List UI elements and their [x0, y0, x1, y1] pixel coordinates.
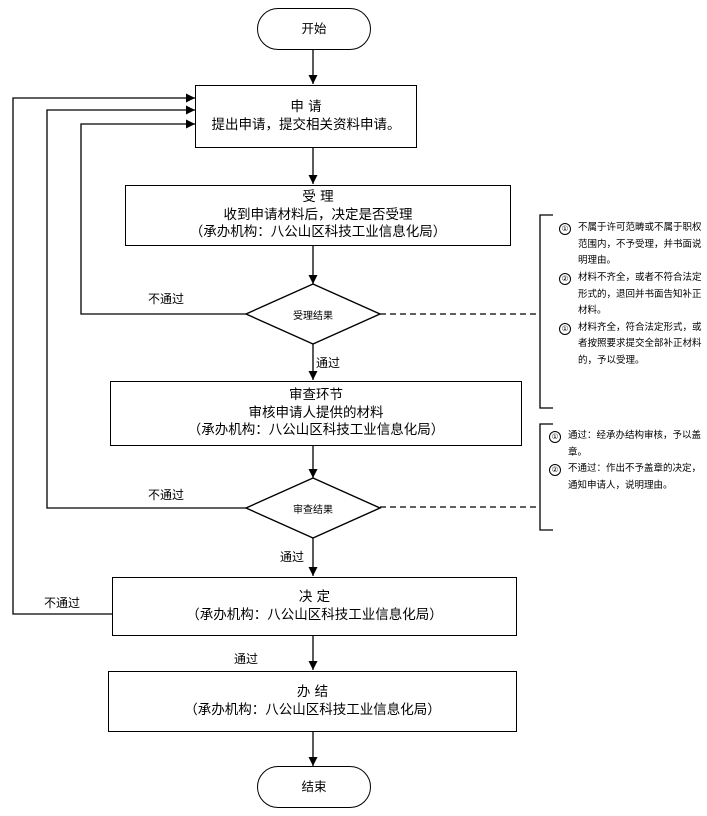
step-review-title: 审查环节	[289, 387, 343, 404]
note-number-icon: ②	[549, 464, 561, 477]
step-review-line-2: （承办机构：八公山区科技工业信息化局）	[187, 422, 445, 439]
step-review: 审查环节 审核申请人提供的材料 （承办机构：八公山区科技工业信息化局）	[110, 381, 522, 446]
step-decide-title: 决 定	[298, 588, 331, 605]
note-review-item: ① 通过：经承办结构审核，予以盖章。	[546, 428, 704, 461]
loop-accept-fail	[80, 119, 246, 315]
note-accept-item: ② 材料不齐全，或者不符合法定形式的，退回并书面告知补正材料。	[556, 270, 704, 320]
start-terminal: 开始	[257, 8, 371, 50]
end-label: 结束	[301, 778, 327, 794]
edge-label-decide-fail: 不通过	[44, 596, 81, 610]
note-text: 材料齐全，符合法定形式，或者按照要求提交全部补正材料的，予以受理。	[578, 321, 702, 366]
note-number-icon: ①	[549, 431, 561, 443]
note-accept-item: ① 材料齐全，符合法定形式，或者按照要求提交全部补正材料的，予以受理。	[556, 320, 704, 370]
note-review: ① 通过：经承办结构审核，予以盖章。 ② 不通过：作出不予盖章的决定，通知申请人…	[546, 428, 704, 495]
step-decide-line-1: （承办机构：八公山区科技工业信息化局）	[186, 606, 443, 623]
end-terminal: 结束	[257, 766, 371, 808]
start-label: 开始	[301, 20, 327, 36]
edge-label-review-fail: 不通过	[148, 488, 185, 502]
note-number-icon: ②	[559, 272, 571, 285]
note-text: 不属于许可范畴或不属于职权范围内，不予受理，并书面说明理由。	[578, 222, 702, 267]
note-accept: ① 不属于许可范畴或不属于职权范围内，不予受理，并书面说明理由。 ② 材料不齐全…	[556, 220, 704, 370]
step-apply-title: 申 请	[290, 98, 322, 115]
step-apply: 申 请 提出申请，提交相关资料申请。	[195, 85, 417, 148]
step-accept: 受 理 收到申请材料后，决定是否受理 （承办机构：八公山区科技工业信息化局）	[125, 185, 511, 246]
note-bracket-accept	[539, 214, 553, 409]
note-number-icon: ①	[559, 223, 571, 235]
note-text: 不通过：作出不予盖章的决定，通知申请人，说明理由。	[568, 463, 702, 491]
loop-review-fail	[46, 105, 246, 509]
step-finish-title: 办 结	[296, 683, 329, 700]
note-accept-item: ① 不属于许可范畴或不属于职权范围内，不予受理，并书面说明理由。	[556, 220, 704, 270]
decision-review-result	[244, 477, 382, 539]
note-review-item: ② 不通过：作出不予盖章的决定，通知申请人，说明理由。	[546, 461, 704, 494]
step-review-line-1: 审核申请人提供的材料	[248, 404, 384, 421]
edge-label-decide-pass: 通过	[234, 652, 259, 666]
step-accept-line-1: 收到申请材料后，决定是否受理	[223, 206, 413, 223]
edge-label-accept-fail: 不通过	[148, 292, 185, 306]
note-text: 材料不齐全，或者不符合法定形式的，退回并书面告知补正材料。	[578, 271, 702, 317]
edge-label-review-pass: 通过	[280, 550, 305, 564]
step-decide: 决 定 （承办机构：八公山区科技工业信息化局）	[112, 577, 517, 636]
decision-accept-result	[244, 283, 382, 345]
loop-decide-fail	[12, 93, 195, 615]
step-accept-line-2: （承办机构：八公山区科技工业信息化局）	[189, 224, 447, 241]
step-accept-title: 受 理	[302, 189, 334, 206]
accept-result-label: 受理结果	[293, 311, 333, 322]
step-apply-line-1: 提出申请，提交相关资料申请。	[211, 116, 401, 133]
step-finish-line-1: （承办机构：八公山区科技工业信息化局）	[184, 701, 441, 718]
review-result-label: 审查结果	[293, 505, 333, 516]
edge-label-accept-pass: 通过	[316, 356, 341, 370]
step-finish: 办 结 （承办机构：八公山区科技工业信息化局）	[108, 671, 517, 732]
note-number-icon: ①	[559, 322, 571, 335]
note-bracket-review	[539, 423, 553, 531]
note-text: 通过：经承办结构审核，予以盖章。	[568, 430, 702, 458]
